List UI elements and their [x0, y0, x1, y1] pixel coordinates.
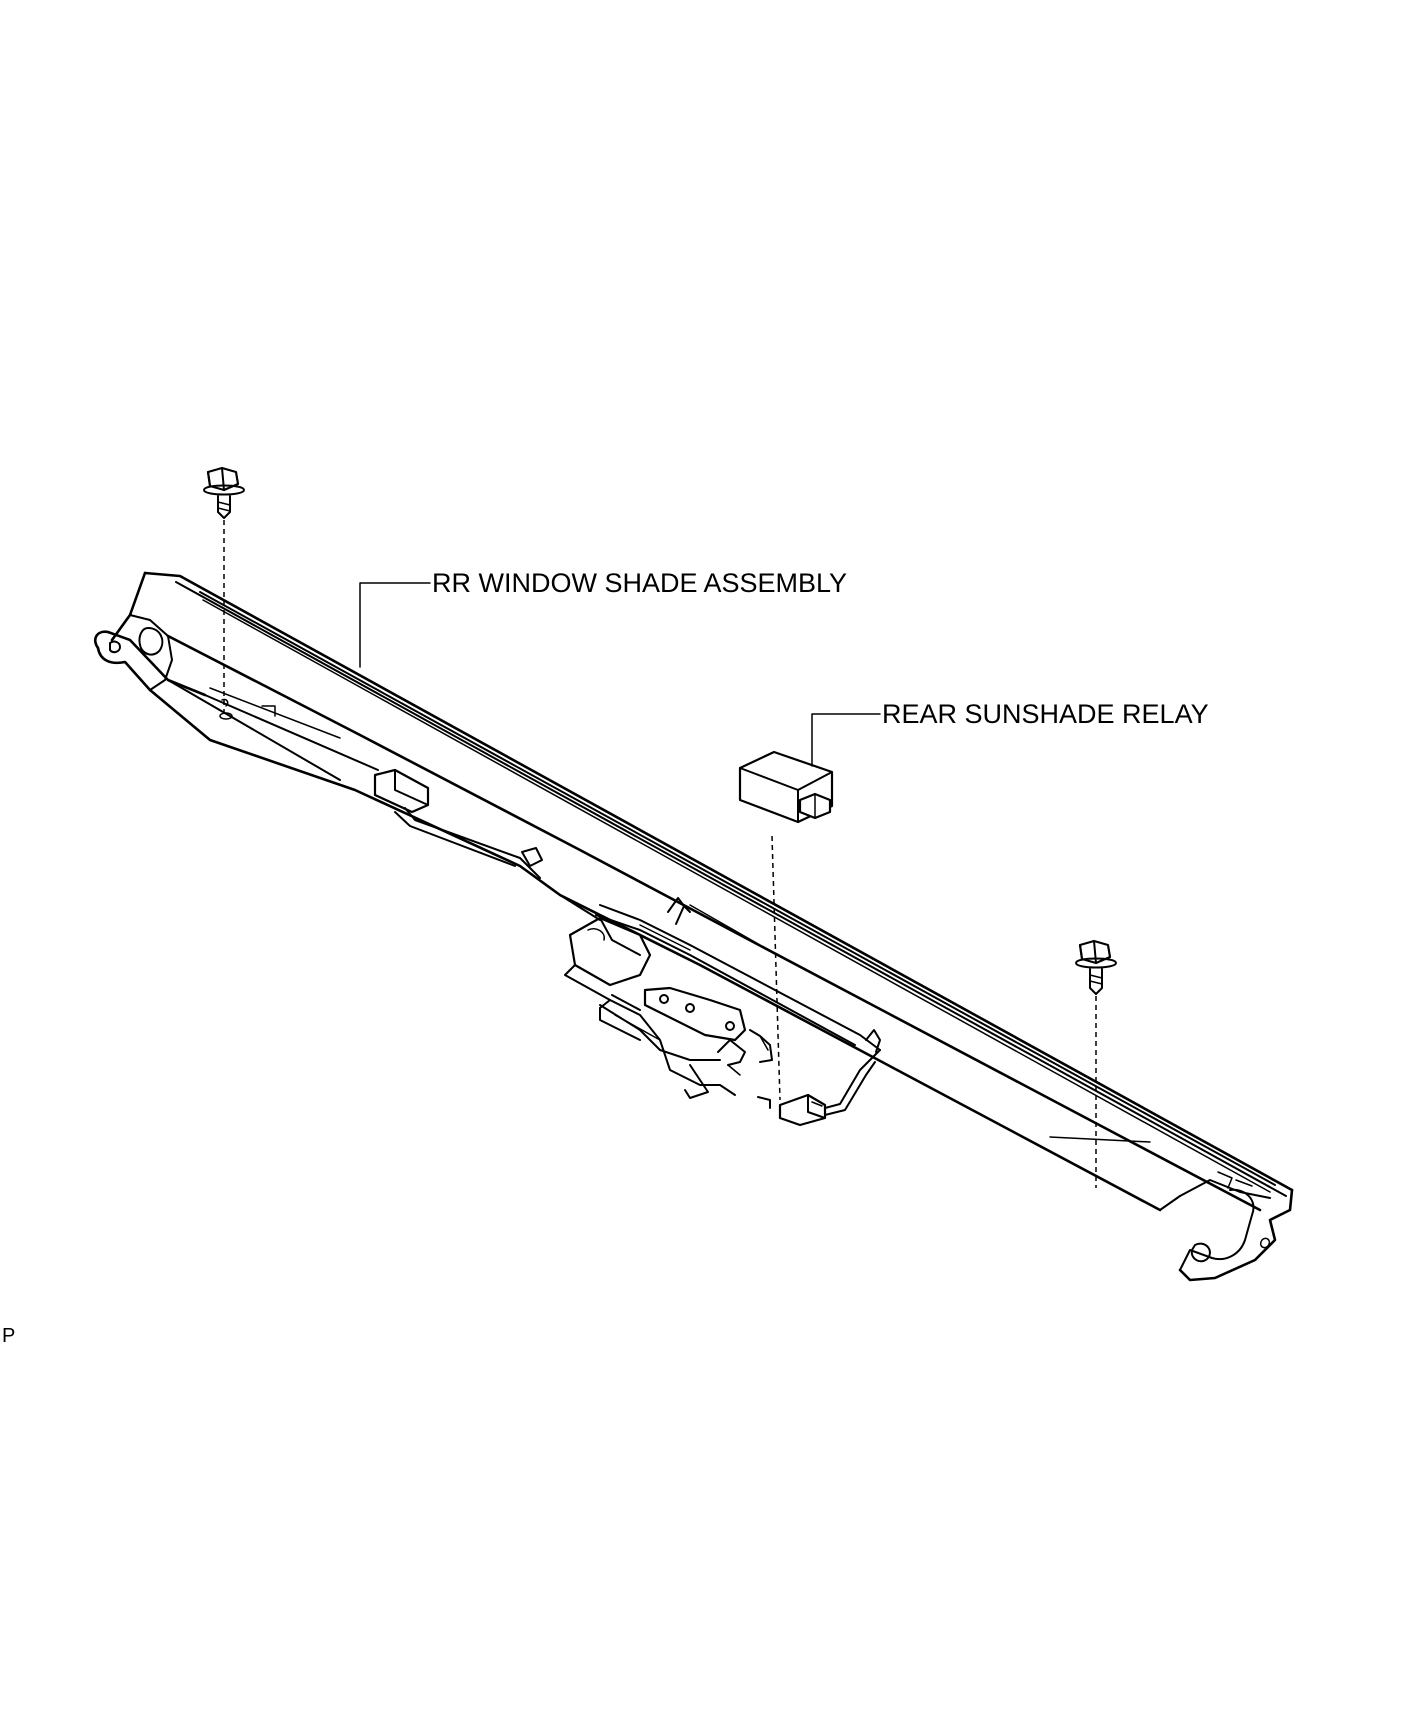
relay-label: REAR SUNSHADE RELAY — [882, 699, 1209, 729]
assembly-leader-line — [359, 582, 431, 668]
corner-mark: P — [2, 1325, 15, 1347]
relay-leader-line — [811, 713, 881, 767]
relay-guide-line — [771, 835, 781, 1101]
rear-sunshade-relay-icon — [738, 750, 834, 824]
bolt-right-icon — [1075, 939, 1117, 995]
bolt-left-hole — [219, 712, 233, 720]
assembly-label: RR WINDOW SHADE ASSEMBLY — [432, 568, 847, 598]
window-shade-assembly — [94, 571, 1294, 1282]
bolt-left-icon — [203, 466, 245, 519]
